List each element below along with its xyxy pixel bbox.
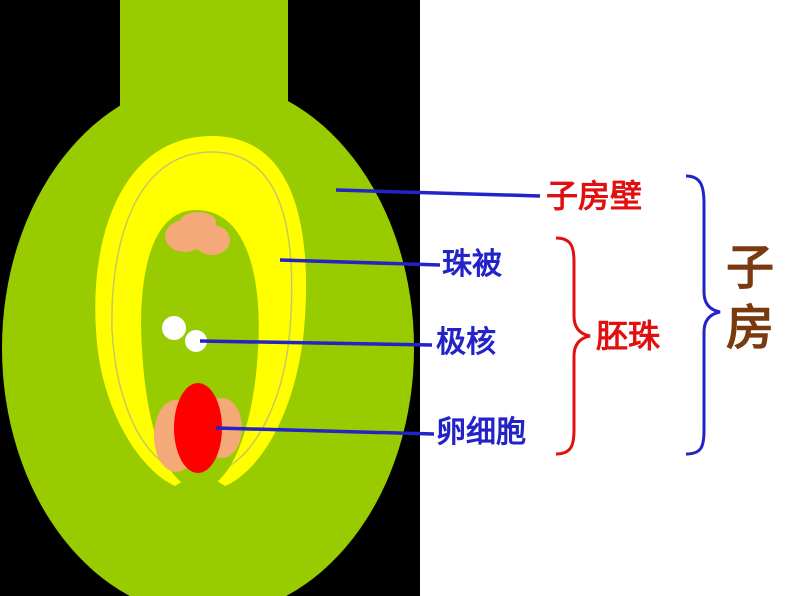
ovary-wall-label: 子房壁 [546, 177, 643, 215]
ovary-label: 子房 [725, 240, 774, 356]
integument-label: 珠被 [442, 247, 502, 282]
leader-line-integument [279, 258, 441, 267]
egg-cell-label: 卵细胞 [436, 415, 526, 450]
antipodal-cell-top [180, 212, 216, 232]
ovule-label: 胚珠 [596, 317, 661, 355]
integument-inner-line [111, 151, 293, 471]
ovary-brace [685, 174, 721, 456]
polar-nuclei-label: 极核 [436, 325, 496, 360]
ovule-brace [555, 236, 591, 456]
leader-line-polar-nuclei [199, 339, 433, 347]
polar-nucleus-1 [162, 316, 186, 340]
leader-line-egg-cell [215, 426, 435, 436]
polar-nucleus-2 [185, 330, 207, 352]
leader-line-ovary-wall [335, 188, 541, 198]
egg-cell-shape [174, 383, 222, 473]
antipodal-cell-right [194, 225, 230, 255]
